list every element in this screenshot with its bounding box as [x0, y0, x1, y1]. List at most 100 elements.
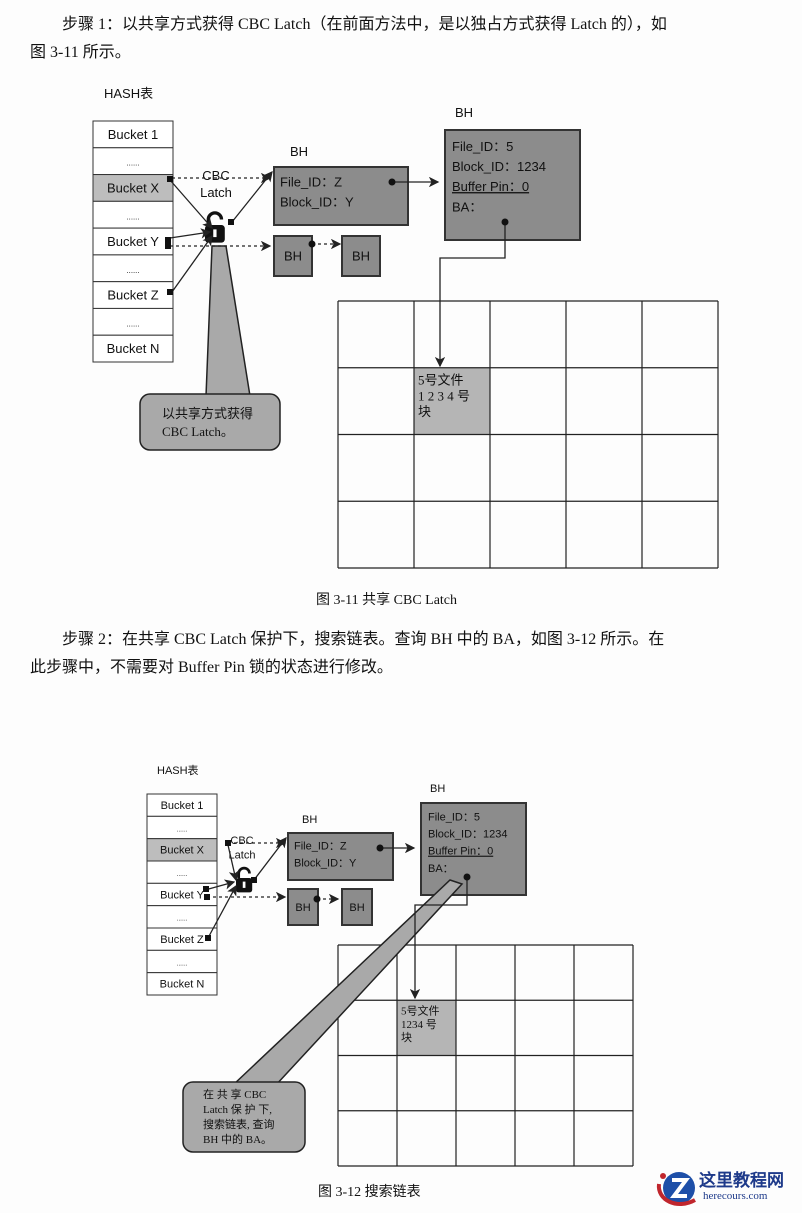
hash-bucket-label: ...... — [127, 212, 140, 221]
hash-bucket-label: ...... — [127, 319, 140, 328]
small-buffer-header-box — [341, 888, 373, 926]
buffer-header-field: Buffer Pin：0 — [452, 179, 529, 194]
hash-bucket-cell — [92, 200, 174, 229]
ba-pointer-arrow — [409, 877, 468, 1000]
small-buffer-header-box — [341, 235, 381, 277]
buffer-cell-text: 5号文件 — [418, 373, 464, 388]
pointer-square — [205, 935, 211, 941]
connector-arrow — [169, 228, 212, 239]
pointer-dot — [313, 895, 321, 903]
hash-bucket-label: ...... — [177, 871, 188, 878]
callout-box — [139, 393, 281, 451]
buffer-header-field: File_ID：5 — [452, 139, 513, 154]
pointer-square — [167, 289, 173, 295]
paragraph2-line2: 此步骤中，不需要对 Buffer Pin 锁的状态进行修改。 — [30, 659, 393, 676]
pointer-dot — [308, 240, 316, 248]
latch-label: Latch — [200, 185, 232, 200]
watermark-title: 这里教程网 — [699, 1171, 784, 1191]
hash-bucket-label: ...... — [177, 916, 188, 923]
hash-bucket-label: Bucket X — [107, 180, 159, 195]
hash-bucket-cell — [92, 281, 174, 309]
hash-table-title: HASH表 — [104, 86, 153, 101]
buffer-header-box-target — [420, 802, 527, 896]
connector-arrow — [169, 179, 213, 229]
lock-icon — [236, 866, 253, 893]
pointer-dot — [463, 873, 471, 881]
buffer-header-field: File_ID：Z — [294, 841, 347, 853]
callout-text: CBC Latch。 — [162, 424, 234, 439]
hash-bucket-cell — [146, 972, 218, 996]
hash-bucket-label: Bucket Z — [107, 288, 158, 303]
hash-bucket-cell — [92, 334, 174, 363]
pointer-square — [167, 176, 173, 182]
small-bh-label: BH — [349, 902, 364, 914]
callout-tail — [205, 245, 251, 397]
hash-bucket-label: ...... — [177, 960, 188, 967]
buffer-cell-text: 5号文件 — [401, 1004, 440, 1018]
callout-box — [182, 1081, 306, 1153]
hash-bucket-cell — [92, 120, 174, 149]
pointer-dot — [388, 178, 396, 186]
hash-bucket-label: Bucket Y — [107, 234, 159, 249]
buffer-header-field: Block_ID：Y — [280, 195, 354, 210]
hash-bucket-label: Bucket 1 — [161, 800, 204, 812]
small-buffer-header-box — [287, 888, 319, 926]
latch-label: CBC — [230, 835, 253, 847]
hash-table-title: HASH表 — [157, 763, 199, 777]
small-bh-label: BH — [295, 902, 310, 914]
lock-shackle — [237, 866, 251, 879]
buffer-header-field: Block_ID：1234 — [452, 159, 546, 174]
pointer-square — [203, 886, 209, 892]
buffer-header-box-target — [444, 129, 581, 241]
buffer-cell-text: 1234 号 — [401, 1018, 437, 1031]
paragraph1-line1: 步骤 1：以共享方式获得 CBC Latch（在前面方法中，是以独占方式获得 L… — [62, 16, 667, 33]
buffer-cell-text: 块 — [401, 1031, 412, 1044]
hash-bucket-label: ...... — [127, 159, 140, 168]
connector-arrow — [231, 170, 273, 223]
bh-label: BH — [302, 814, 317, 826]
hash-bucket-label: Bucket N — [160, 979, 205, 991]
small-bh-label: BH — [352, 249, 370, 264]
pointer-square — [204, 894, 210, 900]
pointer-dot — [501, 218, 509, 226]
connector-arrow — [253, 836, 287, 881]
callout-text: 搜索链表, 查询 — [203, 1117, 275, 1131]
logo-icon — [656, 1172, 696, 1206]
hash-bucket-label: Bucket N — [107, 341, 160, 356]
pointer-dot — [376, 844, 384, 852]
buffer-header-field: File_ID：Z — [280, 175, 342, 190]
lock-icon — [205, 211, 225, 243]
callout-text: 在 共 享 CBC — [203, 1087, 266, 1101]
connector-arrow — [207, 884, 237, 939]
connector-arrow — [227, 844, 240, 882]
lock-shackle — [206, 211, 224, 226]
connector-arrow — [204, 879, 236, 891]
pointer-square — [228, 219, 234, 225]
buffer-header-field: Block_ID：1234 — [428, 829, 508, 841]
small-buffer-header-box — [273, 235, 313, 277]
small-bh-label: BH — [284, 249, 302, 264]
figure1-caption: 图 3-11 共享 CBC Latch — [316, 593, 458, 608]
buffer-cell-highlight — [397, 1000, 456, 1056]
bh-label: BH — [455, 105, 473, 120]
hash-bucket-cell — [92, 147, 174, 176]
callout-text: BH 中的 BA。 — [203, 1132, 272, 1146]
callout-text: 以共享方式获得 — [162, 406, 253, 421]
paragraph1-line2: 图 3-11 所示。 — [30, 44, 131, 61]
buffer-cell-text: 块 — [418, 404, 431, 419]
pointer-square — [225, 840, 231, 846]
watermark-logo: 这里教程网 herecours.com — [655, 1166, 800, 1210]
hash-bucket-cell — [92, 227, 174, 256]
buffer-header-box — [287, 832, 394, 881]
figure2-caption: 图 3-12 搜索链表 — [318, 1185, 421, 1200]
paragraph2-line1: 步骤 2：在共享 CBC Latch 保护下，搜索链表。查询 BH 中的 BA，… — [62, 631, 665, 648]
latch-label: CBC — [202, 168, 229, 183]
hash-bucket-label: Bucket Y — [160, 889, 204, 901]
buffer-header-field: BA： — [428, 863, 454, 875]
hash-bucket-label: Bucket Z — [160, 934, 204, 946]
lock-keyhole — [242, 881, 246, 888]
